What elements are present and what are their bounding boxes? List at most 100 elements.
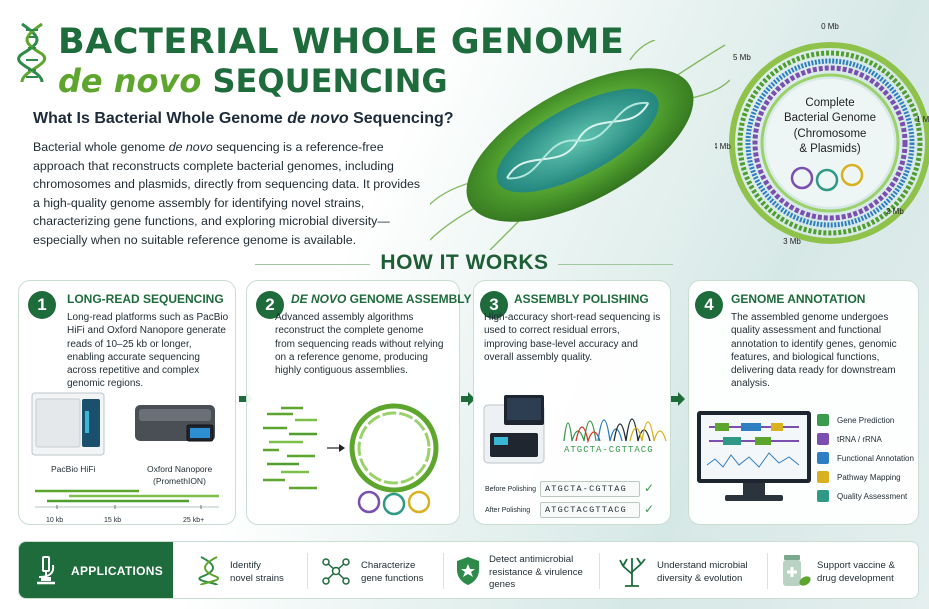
page-title-line-2: de novo SEQUENCING: [58, 62, 448, 100]
applications-header: APPLICATIONS: [19, 542, 173, 598]
bacterium-illustration: [430, 40, 730, 250]
step-title-3: ASSEMBLY POLISHING: [514, 292, 649, 306]
chromatogram-trace: [563, 418, 667, 444]
step-card-2: 2 DE NOVO GENOME ASSEMBLY Advanced assem…: [246, 280, 471, 525]
step-desc-4: The assembled genome undergoes quality a…: [731, 312, 897, 390]
legend-label-pathway-mapping: Pathway Mapping: [837, 473, 901, 482]
tick-2mb: 2 Mb: [886, 207, 904, 216]
step-desc-3: High-accuracy short-read sequencing is u…: [484, 312, 661, 363]
tree-icon: [619, 557, 646, 587]
intro-body: sequencing is a reference-free approach …: [33, 140, 421, 247]
after-polishing-label: After Polishing: [485, 507, 531, 514]
arrow-to-assembly-icon: [327, 444, 345, 452]
step-card-1: 1 LONG-READ SEQUENCING Long-read platfor…: [18, 280, 236, 525]
app-5-line-1: Support vaccine &: [817, 560, 895, 571]
scale-15kb: 15 kb: [104, 517, 122, 524]
after-seq: ATGCTACGTTACG: [545, 505, 627, 515]
step-desc-2: Advanced assembly algorithms reconstruct…: [275, 312, 444, 377]
applications-label: APPLICATIONS: [71, 564, 164, 578]
pacbio-device-icon: [31, 392, 105, 456]
short-reads: [263, 406, 317, 490]
shield-icon: [457, 557, 479, 585]
divider-left: [255, 264, 370, 265]
after-seq-box: ATGCTACGTTACG: [540, 502, 640, 518]
genome-center-line-2: Bacterial Genome: [784, 112, 876, 124]
intro-prefix: Bacterial whole genome: [33, 140, 169, 154]
step-card-4: 4 GENOME ANNOTATION The assembled genome…: [688, 280, 919, 525]
medicine-bottle-icon: [783, 555, 811, 586]
dna-icon: [198, 556, 220, 586]
dna-logo-icon: [17, 22, 47, 83]
step-number-3: 3: [480, 291, 508, 319]
arrow-right-icon-3: [671, 392, 685, 406]
app-3-line-3: genes: [489, 579, 516, 590]
scale-25kb: 25 kb+: [183, 517, 205, 524]
tick-3mb: 3 Mb: [783, 237, 801, 246]
how-it-works-heading: HOW IT WORKS: [380, 251, 549, 274]
genome-center-line-1: Complete: [805, 97, 854, 109]
arrow-right-icon-2: [461, 392, 475, 406]
genome-center-line-3: (Chromosome: [794, 128, 867, 140]
nanopore-device-icon: [135, 405, 215, 442]
app-item-3: Detect antimicrobial resistance & virule…: [489, 554, 583, 592]
before-polishing-label: Before Polishing: [485, 486, 536, 493]
app-4-line-1: Understand microbial: [657, 560, 748, 571]
step-title-2-italic: DE NOVO: [291, 292, 347, 306]
app-2-line-1: Characterize: [361, 560, 416, 571]
plasmid-teal: [815, 168, 839, 192]
polishing-visual: [483, 395, 667, 464]
app-4-line-2: diversity & evolution: [657, 572, 743, 584]
app-2-line-2: gene functions: [361, 572, 424, 584]
read-length-bars: [35, 489, 219, 509]
annotation-monitor-icon: [697, 411, 811, 501]
scale-10kb: 10 kb: [46, 517, 64, 524]
app-item-4: Understand microbial diversity & evoluti…: [657, 560, 748, 585]
before-seq-box: ATGCTA-CGTTAG: [540, 481, 640, 497]
pathway-mapping-icon: [817, 471, 829, 483]
trna-icon: [817, 433, 829, 445]
section-question-heading: What Is Bacterial Whole Genome de novo S…: [33, 110, 454, 128]
short-read-sequencer-icon: [483, 395, 545, 464]
sequencer-devices: [31, 392, 215, 456]
question-italic: de novo: [287, 110, 349, 127]
trace-sequence: ATGCTA-CGTTACG: [564, 445, 654, 455]
divider-right: [558, 264, 673, 265]
separator-4: [767, 553, 768, 589]
question-suffix: Sequencing?: [348, 110, 454, 127]
step-number-1: 1: [28, 291, 56, 319]
before-seq: ATGCTA-CGTTAG: [545, 484, 627, 494]
step-title-2-rest: GENOME ASSEMBLY: [346, 292, 472, 306]
step-title-1: LONG-READ SEQUENCING: [67, 292, 224, 306]
question-prefix: What Is Bacterial Whole Genome: [33, 110, 288, 127]
tick-5mb: 5 Mb: [733, 53, 751, 62]
device-label-pacbio: PacBio HiFi: [51, 464, 96, 474]
genome-center-line-4: & Plasmids): [799, 143, 861, 155]
legend-label-trna: tRNA / rRNA: [837, 435, 882, 444]
legend-label-gene-prediction: Gene Prediction: [837, 416, 895, 425]
separator-1: [307, 553, 308, 589]
device-label-nanopore-2: (PromethION): [153, 476, 206, 486]
legend-label-quality-assessment: Quality Assessment: [837, 492, 908, 501]
app-3-line-2: resistance & virulence: [489, 566, 583, 578]
quality-assessment-icon: [817, 490, 829, 502]
separator-2: [443, 553, 444, 589]
step-number-2: 2: [256, 291, 284, 319]
app-1-line-2: novel strains: [230, 572, 284, 584]
legend-label-functional-annotation: Functional Annotation: [837, 454, 914, 463]
app-1-line-1: Identify: [230, 560, 261, 571]
app-item-5: Support vaccine & drug development: [817, 560, 895, 585]
step-title-4: GENOME ANNOTATION: [731, 292, 866, 306]
network-icon: [322, 558, 350, 585]
assembly-diagram: [263, 403, 439, 516]
device-label-nanopore-1: Oxford Nanopore: [147, 464, 213, 474]
app-5-line-2: drug development: [817, 572, 894, 584]
title-de-novo: de novo: [58, 62, 202, 100]
step-desc-1: Long-read platforms such as PacBio HiFi …: [67, 312, 229, 390]
plasmid-purple: [790, 166, 814, 190]
app-3-line-1: Detect antimicrobial: [489, 554, 574, 565]
check-icon-before: ✓: [644, 481, 655, 495]
tick-1mb: 1 Mb: [916, 115, 929, 124]
check-icon-after: ✓: [644, 502, 655, 516]
tick-4mb: 4 Mb: [715, 142, 731, 151]
app-item-1: Identify novel strains: [230, 560, 284, 585]
